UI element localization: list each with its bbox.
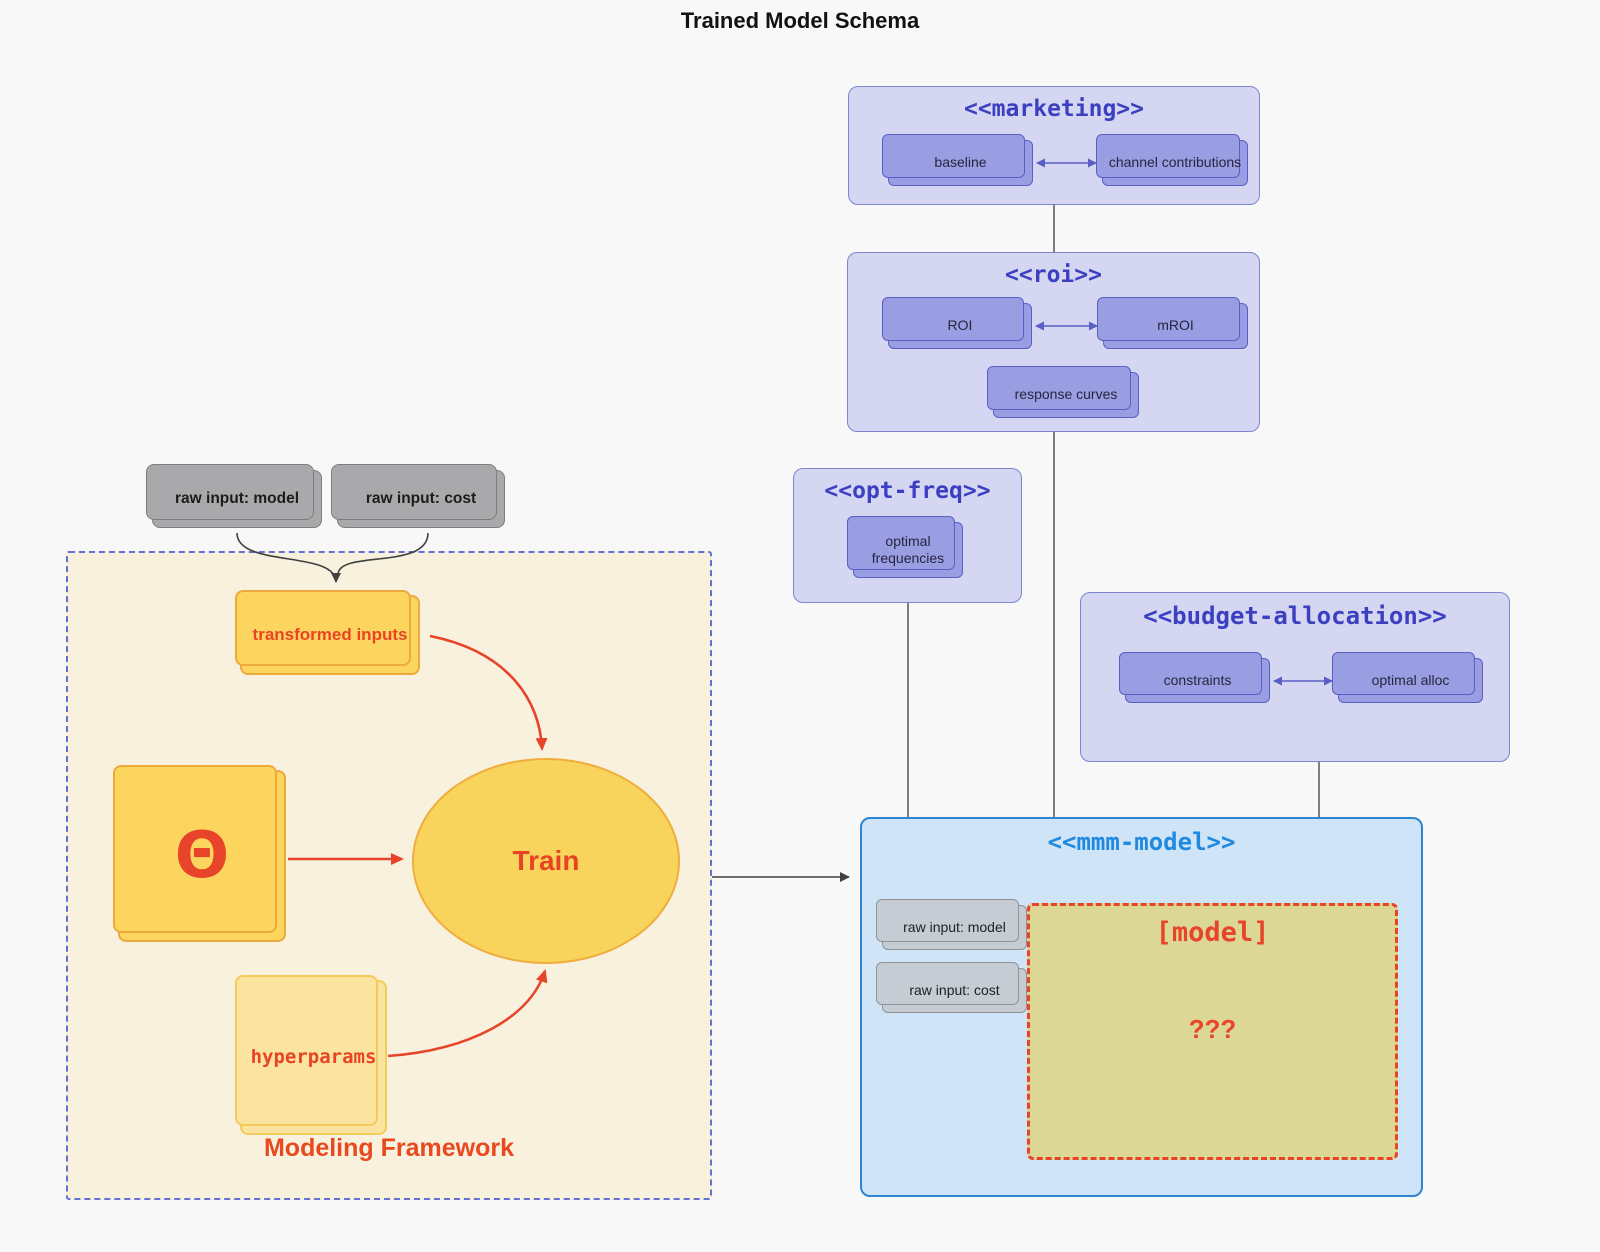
page-title: Trained Model Schema: [680, 8, 920, 33]
marketing-group-title: <<marketing>>: [963, 96, 1144, 122]
mroi-node: mROI: [1097, 297, 1248, 349]
budget-allocation-group-title: <<budget-allocation>>: [1143, 602, 1447, 630]
constraints-node-label: constraints: [1163, 671, 1232, 688]
response-curves-node-label: response curves: [1014, 386, 1118, 403]
channel-contributions-node-label: channel contributions: [1108, 154, 1242, 171]
roi-node-label: ROI: [947, 317, 973, 334]
optimal-frequencies-node-label: optimal frequencies: [871, 532, 945, 567]
transformed-inputs-node: transformed inputs: [235, 590, 420, 675]
channel-contributions-node: channel contributions: [1096, 134, 1248, 186]
theta-symbol: Θ: [174, 819, 230, 893]
raw-input-cost-node: raw input: cost: [331, 464, 505, 528]
mroi-node-label: mROI: [1157, 317, 1194, 334]
constraints-node: constraints: [1119, 652, 1270, 703]
mmm-model-group-title: <<mmm-model>>: [1047, 828, 1236, 856]
optimal-alloc-node-label: optimal alloc: [1371, 671, 1450, 688]
optimal-frequencies-node: optimal frequencies: [847, 516, 963, 578]
raw-input-model-label: raw input: model: [175, 490, 299, 508]
train-label: Train: [512, 845, 580, 876]
mmm-raw-input-cost-label: raw input: cost: [909, 981, 1000, 998]
optimal-alloc-node: optimal alloc: [1332, 652, 1483, 703]
raw-input-cost-label: raw input: cost: [365, 490, 477, 508]
model-placeholder-box: [model] ???: [1027, 903, 1398, 1160]
baseline-node-label: baseline: [934, 154, 987, 171]
hyperparams-node: hyperparams: [235, 975, 387, 1135]
mmm-raw-input-model-label: raw input: model: [903, 918, 1006, 935]
modeling-framework-label: Modeling Framework: [263, 1134, 515, 1162]
transformed-inputs-label: transformed inputs: [252, 625, 408, 645]
mmm-raw-input-model-node: raw input: model: [876, 899, 1027, 950]
mmm-raw-input-cost-node: raw input: cost: [876, 962, 1027, 1013]
baseline-node: baseline: [882, 134, 1033, 186]
model-placeholder-label: [model]: [1155, 917, 1270, 948]
model-unknown-label: ???: [1188, 1013, 1237, 1044]
hyperparams-label: hyperparams: [250, 1045, 377, 1068]
opt-freq-group-title: <<opt-freq>>: [824, 478, 991, 504]
train-node: Train: [412, 758, 680, 964]
roi-node: ROI: [882, 297, 1032, 349]
roi-group-title: <<roi>>: [1005, 262, 1102, 288]
raw-input-model-node: raw input: model: [146, 464, 322, 528]
theta-node: Θ: [113, 765, 286, 942]
response-curves-node: response curves: [987, 366, 1139, 418]
